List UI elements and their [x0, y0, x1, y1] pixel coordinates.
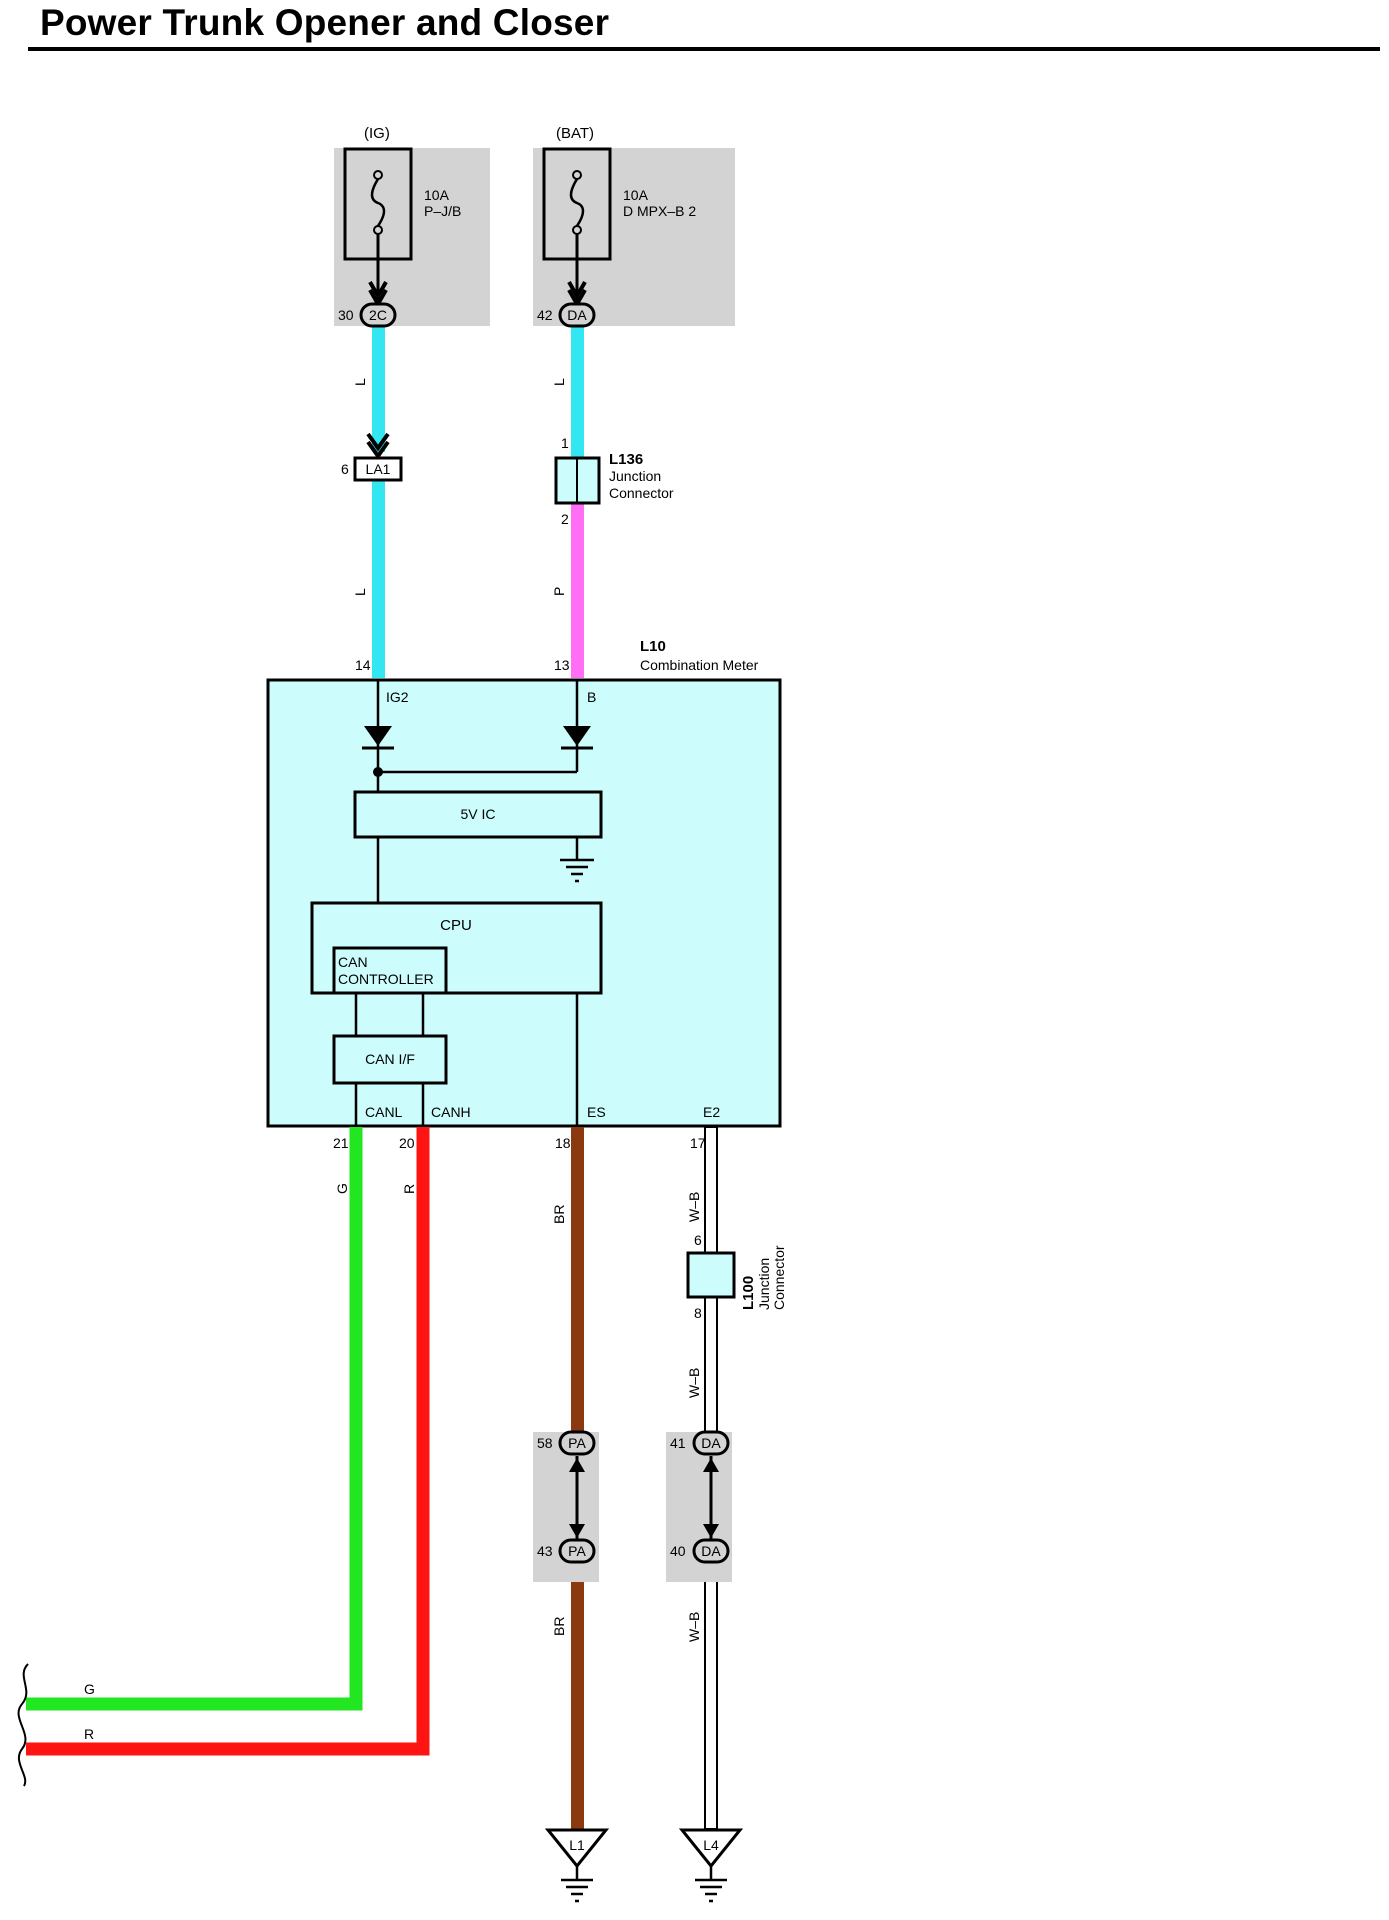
wire-label-bat-upper: L: [551, 378, 567, 386]
svg-text:L1: L1: [569, 1837, 585, 1853]
connector-da-top: DA: [558, 302, 596, 328]
can-controller: [332, 946, 448, 995]
wire-label-e2-lower: W–B: [686, 1612, 702, 1642]
ig-fuse-location: P–J/B: [424, 203, 461, 219]
wire-label-canl: G: [334, 1183, 350, 1194]
junction-l100-line2: Connector: [771, 1245, 787, 1310]
junction-l136-line1: Junction: [609, 468, 661, 484]
da-pin-top: 41: [670, 1435, 686, 1451]
meter-pin-canh: 20: [399, 1135, 415, 1151]
wire-canh-r: [26, 1127, 430, 1756]
cpu-label: CPU: [440, 917, 472, 934]
bat-fuse-location: D MPX–B 2: [623, 203, 696, 219]
ig-source-label: (IG): [364, 125, 390, 142]
wire-ig-l-upper: [372, 324, 385, 452]
wire-label-canh: R: [401, 1184, 417, 1194]
wire-label-left-g: G: [84, 1681, 95, 1697]
wire-break-mark: [17, 1663, 29, 1787]
junction-l100-id: L100: [740, 1276, 757, 1310]
svg-text:PA: PA: [568, 1543, 586, 1559]
wire-label-bat-lower: P: [551, 587, 567, 596]
da-pin-bottom: 40: [670, 1543, 686, 1559]
meter-id: L10: [640, 638, 666, 655]
connector-la1: LA1: [353, 432, 403, 482]
terminal-canl: CANL: [365, 1104, 403, 1120]
title-rule: [28, 47, 1380, 51]
can-controller-line2: CONTROLLER: [338, 971, 434, 987]
meter-name: Combination Meter: [640, 657, 759, 673]
wire-bat-p: [571, 502, 584, 678]
svg-text:2C: 2C: [369, 307, 387, 323]
ground-l1: L1: [544, 1828, 610, 1903]
pa-pin-bottom: 43: [537, 1543, 553, 1559]
junction-l136: [554, 456, 601, 505]
wire-label-left-r: R: [84, 1726, 94, 1742]
junction-l136-pin-bottom: 2: [561, 511, 569, 527]
junction-l100-pin-bottom: 8: [694, 1305, 702, 1321]
diode-ig2: [362, 726, 394, 750]
pa-connector-pair: PA PA: [558, 1430, 596, 1564]
meter-pin-e2: 17: [690, 1135, 706, 1151]
meter-pin-ig2: 14: [355, 657, 371, 673]
ic-5v-label: 5V IC: [460, 806, 495, 822]
wire-label-es: BR: [551, 1205, 567, 1224]
ig-fuse-amp: 10A: [424, 187, 450, 203]
junction-dot: [373, 767, 383, 777]
can-if-label: CAN I/F: [365, 1051, 415, 1067]
can-controller-line1: CAN: [338, 954, 368, 970]
pa-pin-top: 58: [537, 1435, 553, 1451]
bat-fuse-amp: 10A: [623, 187, 649, 203]
meter-pin-canl: 21: [333, 1135, 349, 1151]
svg-text:DA: DA: [701, 1543, 721, 1559]
da-connector-pair: DA DA: [692, 1430, 730, 1564]
bat-fuse-shade: [533, 148, 735, 326]
terminal-e2: E2: [703, 1104, 720, 1120]
svg-text:DA: DA: [567, 307, 587, 323]
wire-bat-l: [571, 324, 584, 458]
svg-text:DA: DA: [701, 1435, 721, 1451]
terminal-es: ES: [587, 1104, 606, 1120]
svg-text:PA: PA: [568, 1435, 586, 1451]
bat-source-label: (BAT): [556, 125, 594, 142]
wire-ig-l-lower: [372, 479, 385, 678]
internal-ground-icon: [560, 855, 594, 883]
wire-label-es-lower: BR: [551, 1617, 567, 1636]
ic-5v: [353, 790, 603, 839]
junction-l136-line2: Connector: [609, 485, 674, 501]
wire-label-e2-mid: W–B: [686, 1368, 702, 1398]
junction-l100-line1: Junction: [756, 1258, 772, 1310]
junction-l136-pin-top: 1: [561, 435, 569, 451]
terminal-b: B: [587, 689, 596, 705]
wire-label-ig-lower: L: [352, 588, 368, 596]
junction-l136-id: L136: [609, 451, 643, 468]
junction-l100: [686, 1251, 736, 1299]
connector-2c: 2C: [359, 302, 397, 328]
ground-l4: L4: [678, 1828, 744, 1903]
terminal-canh: CANH: [431, 1104, 471, 1120]
svg-text:L4: L4: [703, 1837, 719, 1853]
meter-pin-b: 13: [554, 657, 570, 673]
meter-pin-es: 18: [555, 1135, 571, 1151]
wire-es-br-lower: [571, 1572, 584, 1829]
can-if: [332, 1034, 448, 1085]
wire-canl-g: [26, 1127, 363, 1711]
junction-l100-pin-top: 6: [694, 1232, 702, 1248]
terminal-ig2: IG2: [386, 689, 409, 705]
page-title: Power Trunk Opener and Closer: [40, 2, 610, 43]
connector-2c-pin: 30: [338, 307, 354, 323]
diode-b: [561, 726, 593, 750]
connector-da-top-pin: 42: [537, 307, 553, 323]
wire-label-ig-upper: L: [352, 378, 368, 386]
wire-label-e2: W–B: [686, 1192, 702, 1222]
wire-es-br-upper: [571, 1127, 584, 1442]
connector-la1-pin: 6: [341, 461, 349, 477]
svg-text:LA1: LA1: [366, 461, 391, 477]
